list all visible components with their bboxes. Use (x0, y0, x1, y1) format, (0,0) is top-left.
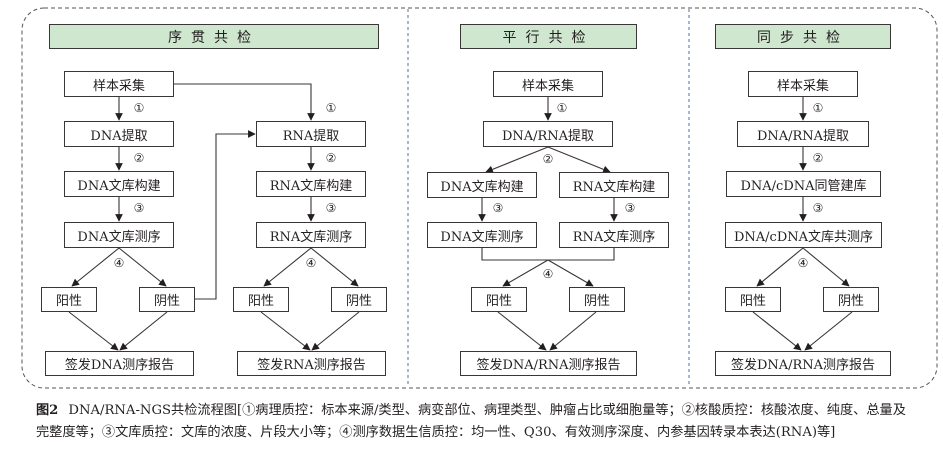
caption-text: DNA/RNA-NGS共检流程图[①病理质控：标本来源/类型、病变部位、病理类型… (36, 403, 906, 440)
arrow (547, 259, 594, 287)
figure-label: 图2 (36, 403, 59, 418)
node-rna-sequencing: RNA文库测序 (559, 222, 669, 248)
node-dna-rna-report: 签发DNA/RNA测序报告 (715, 351, 891, 376)
step-4-label: ④ (797, 256, 809, 270)
arrow (118, 247, 167, 287)
node-dna-rna-extraction: DNA/RNA提取 (483, 121, 613, 147)
node-rna-library: RNA文库构建 (256, 171, 366, 197)
step-2-label: ② (812, 151, 824, 165)
arrow (547, 146, 611, 173)
node-negative: 阴性 (823, 287, 879, 312)
step-1-label: ① (133, 101, 145, 115)
arrow (119, 311, 168, 351)
node-dna-sequencing: DNA文库测序 (64, 222, 174, 248)
outer-frame (21, 7, 938, 389)
arrow (502, 259, 549, 287)
step-2-label: ② (325, 151, 337, 165)
step-4-label: ④ (305, 256, 317, 270)
node-sample-collection: 样本采集 (748, 71, 858, 97)
arrow (263, 247, 312, 287)
node-negative: 阴性 (331, 287, 387, 312)
node-positive: 阳性 (233, 287, 289, 312)
node-cotube-library: DNA/cDNA同管建库 (726, 171, 881, 197)
node-rna-library: RNA文库构建 (559, 172, 669, 198)
connector (174, 83, 315, 121)
step-3-label: ③ (812, 201, 824, 215)
arrow (260, 311, 311, 351)
node-positive: 阳性 (471, 287, 527, 312)
panel-header-parallel: 平行共检 (460, 24, 637, 49)
node-negative: 阴性 (139, 287, 195, 312)
step-3-label: ③ (492, 201, 504, 215)
node-dna-library: DNA文库构建 (64, 171, 174, 197)
node-dna-sequencing: DNA文库测序 (427, 222, 537, 248)
node-dna-report: 签发DNA测序报告 (45, 351, 194, 376)
node-dna-rna-report: 签发DNA/RNA测序报告 (460, 351, 637, 376)
arrow (310, 247, 359, 287)
flowchart-diagram (21, 7, 938, 389)
arrow (802, 247, 850, 287)
step-3-label: ③ (624, 201, 636, 215)
arrow (311, 311, 360, 351)
node-dna-rna-extraction: DNA/RNA提取 (737, 121, 869, 147)
node-co-sequencing: DNA/cDNA文库共测序 (725, 222, 882, 248)
arrow (68, 311, 119, 351)
connector (195, 130, 256, 300)
arrow (756, 247, 804, 287)
node-positive: 阳性 (725, 287, 781, 312)
connector (481, 248, 615, 261)
step-4-label: ④ (542, 267, 554, 281)
node-sample-collection: 样本采集 (493, 71, 603, 97)
step-4-label: ④ (113, 256, 125, 270)
step-1-label: ① (325, 101, 337, 115)
arrow (752, 311, 802, 351)
node-sample-collection: 样本采集 (64, 71, 174, 97)
panel-header-synchronous: 同步共检 (715, 24, 891, 49)
node-dna-library: DNA文库构建 (427, 172, 537, 198)
step-2-label: ② (542, 152, 554, 166)
step-1-label: ① (556, 101, 568, 115)
panel-header-sequential: 序贯共检 (49, 24, 379, 49)
node-rna-extraction: RNA提取 (256, 121, 366, 147)
step-3-label: ③ (133, 201, 145, 215)
node-dna-extraction: DNA提取 (64, 121, 174, 147)
arrow (549, 311, 597, 351)
step-3-label: ③ (325, 201, 337, 215)
node-positive: 阳性 (41, 287, 97, 312)
step-1-label: ① (812, 101, 824, 115)
arrow (804, 311, 853, 351)
arrow (485, 146, 549, 173)
node-rna-sequencing: RNA文库测序 (256, 222, 366, 248)
node-rna-report: 签发RNA测序报告 (237, 351, 386, 376)
arrow (497, 311, 547, 351)
node-negative: 阴性 (569, 287, 625, 312)
arrow (71, 247, 120, 287)
step-2-label: ② (133, 151, 145, 165)
